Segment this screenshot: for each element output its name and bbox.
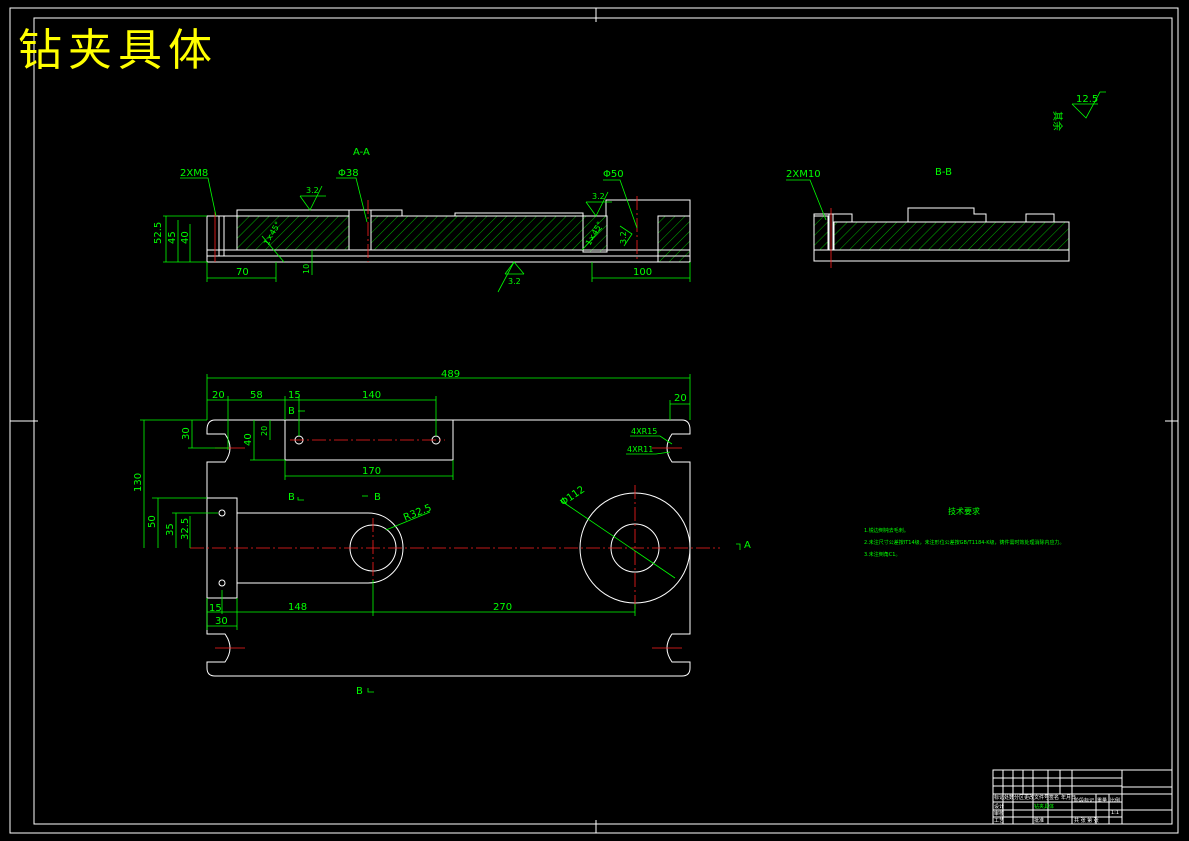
tb-col4: 更改文件号	[1024, 794, 1049, 801]
dim-50: 50	[147, 515, 158, 528]
bb-hatch-1	[833, 221, 1070, 251]
aa-thread-callout: 2XM8	[180, 168, 208, 179]
dim-r32-5: R32.5	[402, 503, 433, 524]
dim-20-left: 20	[212, 390, 225, 401]
dim-15-top: 15	[288, 390, 301, 401]
dim-40: 40	[243, 433, 254, 446]
aa-roughness-4: 3.2	[619, 231, 628, 244]
aa-roughness-1: 3.2	[306, 186, 319, 195]
aa-dim-h2: 45	[167, 231, 178, 244]
tb-process: 工艺	[994, 818, 1004, 824]
dim-20-vert: 20	[260, 426, 269, 436]
tb-scale-label: 比例	[1110, 797, 1120, 804]
aa-roughness-2: 3.2	[592, 192, 605, 201]
aa-hatch-3	[657, 215, 691, 263]
dim-20-right: 20	[674, 393, 687, 404]
tech-item-2: 2.未注尺寸公差按IT14级，未注形位公差按GB/T1184-K级，铸件需时效处…	[864, 539, 1065, 546]
marker-a: A	[744, 540, 751, 551]
dim-32-5: 32.5	[180, 518, 191, 540]
aa-hole-callout: Φ50	[603, 169, 624, 180]
bb-thread-callout: 2XM10	[786, 169, 821, 180]
plate-outline	[206, 419, 691, 677]
surface-roughness: 12.5	[1076, 94, 1098, 105]
tb-scale: 1:1	[1111, 810, 1119, 816]
tech-heading: 技术要求	[948, 506, 980, 516]
tb-approve: 批准	[1034, 817, 1044, 824]
dim-170: 170	[362, 466, 381, 477]
aa-hatch-2	[370, 215, 584, 251]
hole-3	[218, 509, 226, 517]
hole-4	[218, 579, 226, 587]
marker-b1: B	[288, 406, 295, 417]
dim-15-bottom: 15	[209, 603, 222, 614]
dim-30-bottom: 30	[215, 616, 228, 627]
plan-view: 489 20 58 15 140 20 170 130 30 20 40 50	[133, 369, 751, 697]
surface-label: 其余	[1051, 111, 1064, 131]
aa-dim-70: 70	[236, 267, 249, 278]
tb-sheet: 共 张 第 张	[1074, 817, 1099, 824]
dim-58: 58	[250, 390, 263, 401]
aa-dim-10: 10	[302, 264, 311, 274]
aa-bore-callout: Φ38	[338, 168, 359, 179]
dim-148: 148	[288, 602, 307, 613]
tech-requirements: 技术要求 1.锐边倒钝去毛刺。 2.未注尺寸公差按IT14级，未注形位公差按GB…	[864, 506, 1065, 558]
dim-270: 270	[493, 602, 512, 613]
marker-b2: B	[288, 492, 295, 503]
center-marks	[10, 8, 1178, 833]
bb-hatch-2	[813, 215, 829, 251]
dim-489: 489	[441, 369, 460, 380]
marker-b3: B	[374, 492, 381, 503]
title-block: 标记 处数 分区 更改文件号 签名 年月日 设计 审核 工艺 批准 钻夹具体 阶…	[992, 769, 1173, 825]
arm	[236, 512, 404, 584]
dim-30-left: 30	[181, 427, 192, 440]
inner-frame	[33, 17, 1173, 825]
aa-dim-100: 100	[633, 267, 652, 278]
dim-4xr15: 4XR15	[631, 427, 657, 436]
dim-130: 130	[133, 473, 144, 492]
tb-col6: 年月日	[1061, 794, 1076, 801]
aa-hatch-4	[582, 215, 608, 253]
dim-140: 140	[362, 390, 381, 401]
section-bb-view: B-B 2XM10	[786, 167, 1070, 268]
tb-col1: 标记	[994, 794, 1004, 801]
tb-design: 设计	[994, 803, 1004, 810]
tech-item-3: 3.未注倒角C1。	[864, 551, 900, 558]
aa-dim-h3: 40	[180, 231, 191, 244]
surface-roughness-note: 其余 12.5	[1051, 91, 1106, 131]
aa-dim-h1: 52.5	[153, 222, 164, 244]
tech-item-1: 1.锐边倒钝去毛刺。	[864, 527, 909, 534]
aa-roughness-3: 3.2	[508, 277, 521, 286]
dim-35: 35	[165, 523, 176, 536]
dim-phi112: Φ112	[559, 484, 588, 508]
section-aa-view: A-A 52.5 45 40 70 100 10	[153, 147, 691, 293]
upper-slot-plate	[284, 419, 454, 461]
tb-col3: 分区	[1014, 794, 1024, 801]
section-bb-label: B-B	[935, 167, 952, 178]
marker-b4: B	[356, 686, 363, 697]
tb-col2: 处数	[1004, 794, 1014, 801]
tb-col5: 签名	[1049, 794, 1059, 801]
aa-hatch-1	[236, 215, 350, 251]
section-aa-label: A-A	[353, 147, 370, 158]
tb-stage: 阶段标记	[1074, 797, 1094, 804]
dim-4xr11: 4XR11	[627, 445, 653, 454]
tb-part: 钻夹具体	[1034, 803, 1054, 810]
tb-check: 审核	[994, 810, 1004, 817]
tb-weight: 重量	[1097, 797, 1107, 804]
drawing-title: 钻夹具体	[18, 25, 218, 76]
